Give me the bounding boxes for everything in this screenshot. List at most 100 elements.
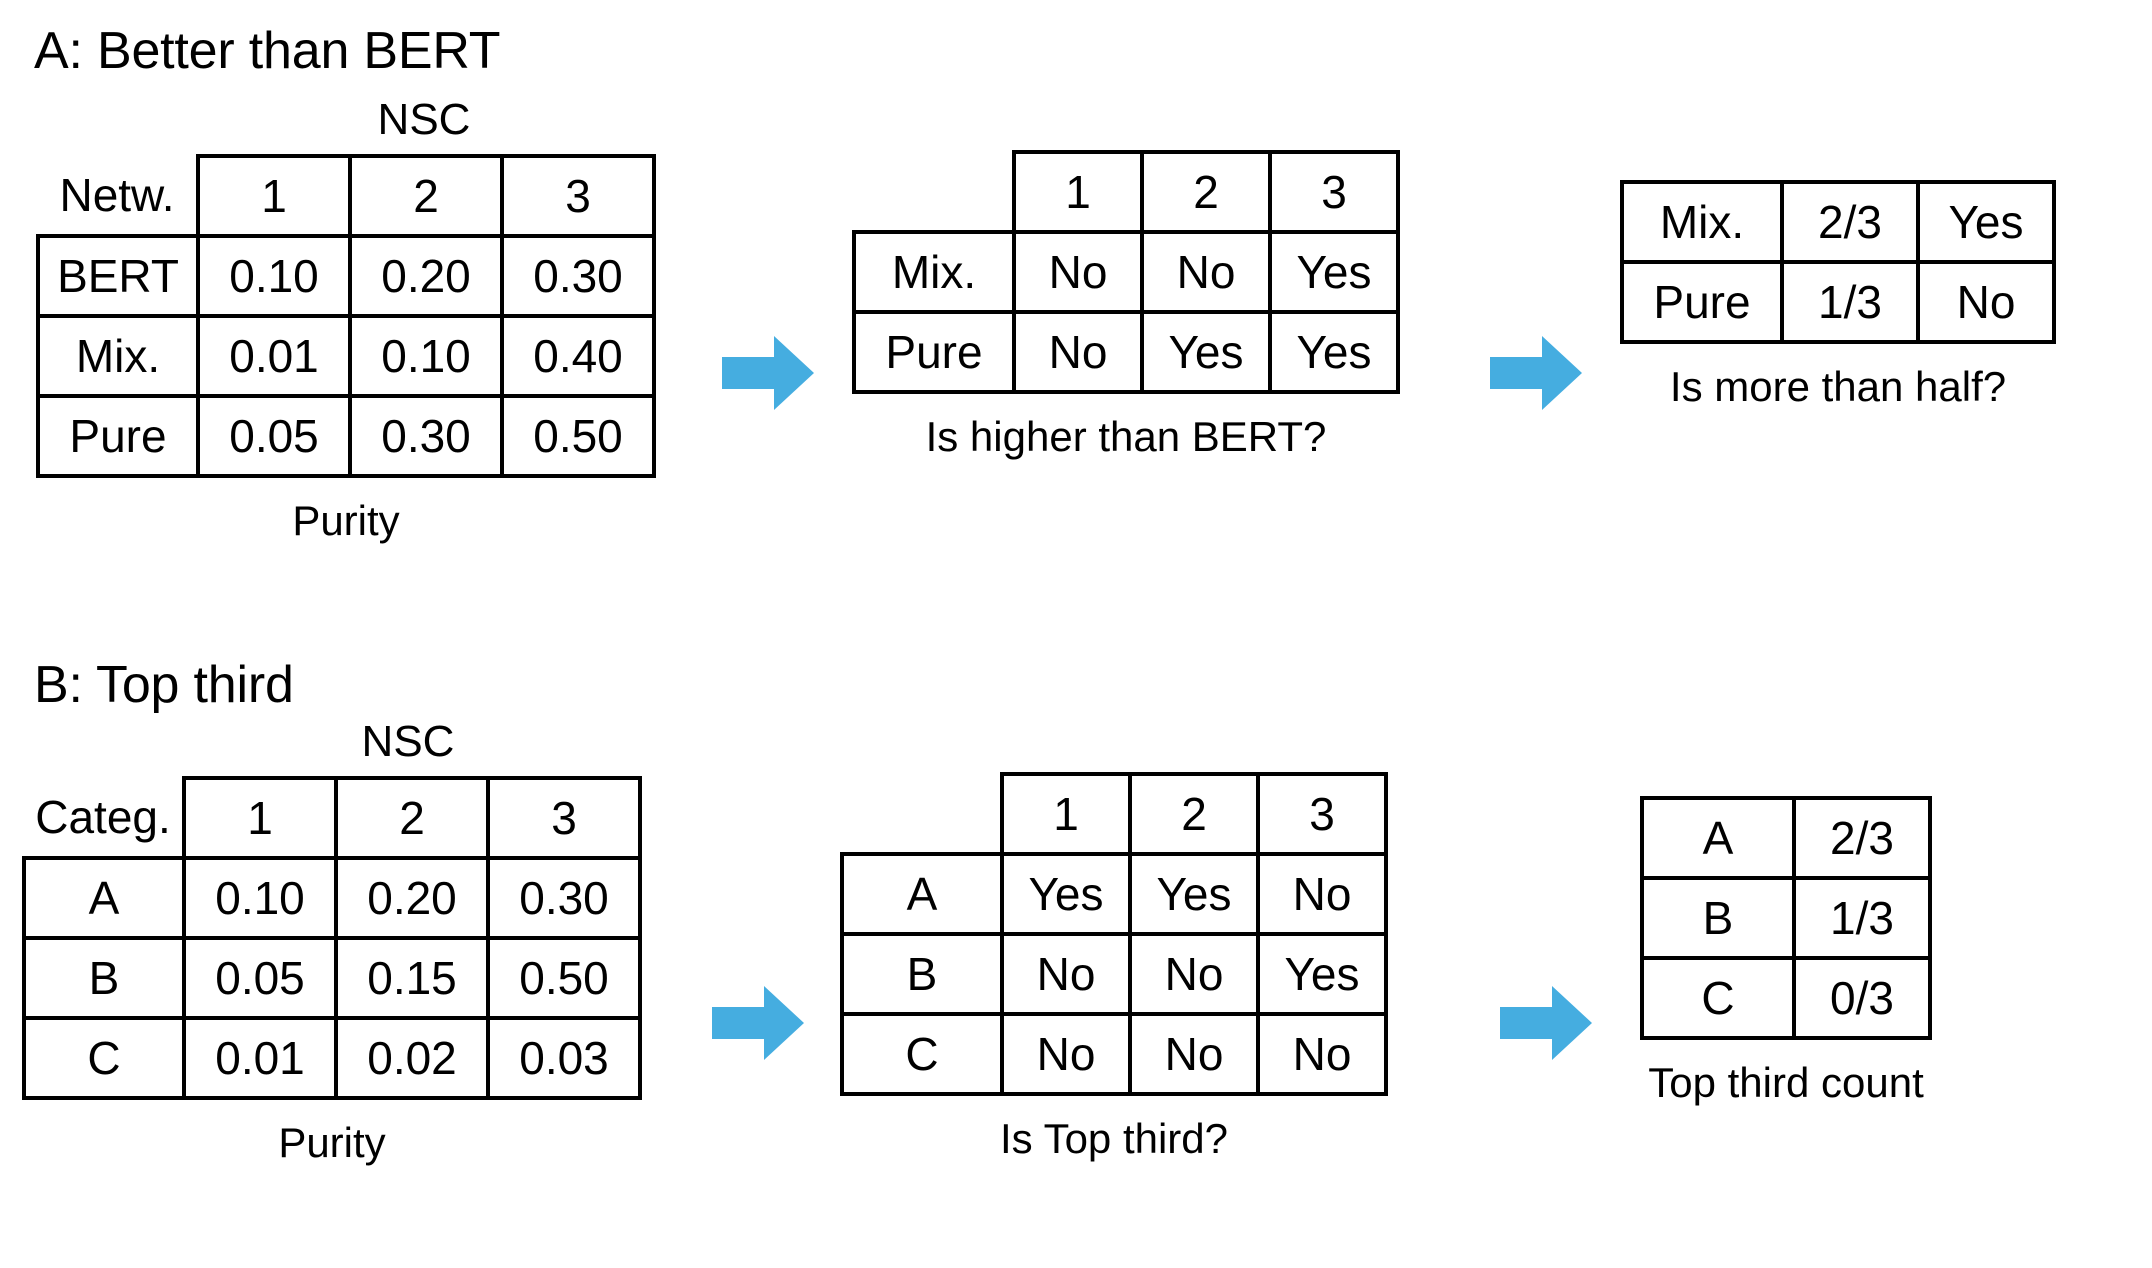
table-row: C No No No [840, 1012, 1388, 1096]
row-header: C [1640, 956, 1796, 1040]
column-header-1: 1 [182, 776, 338, 860]
row-header: Pure [36, 394, 200, 478]
row-header: BERT [36, 234, 200, 318]
table-cell: 0.50 [486, 936, 642, 1020]
table-cell: 0.05 [196, 394, 352, 478]
panel-b-purity-corner-label: Categ. [35, 791, 171, 843]
table-cell: Yes [1140, 310, 1272, 394]
panel-a-summary-caption: Is more than half? [1669, 363, 2007, 410]
table-cell: Yes [1268, 310, 1400, 394]
panel-b-summary-table: A 2/3 B 1/3 C 0/3 [1640, 796, 1932, 1040]
table-header-row: Categ. 1 2 3 [24, 776, 642, 860]
table-cell: No [1256, 1012, 1388, 1096]
table-cell: 0/3 [1792, 956, 1932, 1040]
table-cell: No [1000, 1012, 1132, 1096]
column-header-1: 1 [196, 154, 352, 238]
table-cell: 0.02 [334, 1016, 490, 1100]
table-row: C 0/3 [1640, 956, 1932, 1040]
panel-a-stage-summary: Mix. 2/3 Yes Pure 1/3 No Is more than ha… [1620, 168, 2056, 408]
column-header-3: 3 [486, 776, 642, 860]
table-cell: No [1128, 932, 1260, 1016]
row-header: Mix. [852, 230, 1016, 314]
panel-b-comparison-corner-label [842, 774, 1002, 854]
panel-a-stage-purity: NSC Netw. 1 2 3 BERT 0.10 0.20 0.30 Mix.… [36, 98, 656, 542]
table-cell: Yes [1268, 230, 1400, 314]
table-row: Mix. 0.01 0.10 0.40 [36, 314, 656, 398]
row-header: C [22, 1016, 186, 1100]
table-cell: 1/3 [1780, 260, 1920, 344]
panel-a-purity-corner-label: Netw. [59, 169, 175, 221]
panel-b-purity-table: Categ. 1 2 3 A 0.10 0.20 0.30 B 0.05 0.1… [22, 776, 642, 1100]
panel-b-comparison-table: 1 2 3 A Yes Yes No B No No Yes C [840, 772, 1388, 1096]
panel-a: A: Better than BERT NSC Netw. 1 2 3 BERT… [34, 22, 2056, 542]
table-cell: No [1000, 932, 1132, 1016]
table-cell: Yes [1256, 932, 1388, 1016]
table-row: Pure 0.05 0.30 0.50 [36, 394, 656, 478]
table-cell: No [1916, 260, 2056, 344]
right-arrow-icon [1490, 336, 1582, 410]
panel-b-comparison-caption: Is Top third? [999, 1115, 1229, 1162]
table-cell: Yes [1000, 852, 1132, 936]
row-header: Pure [1620, 260, 1784, 344]
table-row: A Yes Yes No [840, 852, 1388, 936]
table-cell: 0.10 [196, 234, 352, 318]
table-row: Pure 1/3 No [1620, 260, 2056, 344]
panel-a-title: A: Better than BERT [34, 22, 501, 80]
row-header: Mix. [1620, 180, 1784, 264]
table-row: A 0.10 0.20 0.30 [22, 856, 642, 940]
table-cell: 2/3 [1792, 796, 1932, 880]
row-header: B [22, 936, 186, 1020]
panel-a-summary-table: Mix. 2/3 Yes Pure 1/3 No [1620, 180, 2056, 344]
panel-b: B: Top third NSC Categ. 1 2 3 A 0.10 0.2… [0, 634, 2152, 1268]
table-row: Mix. 2/3 Yes [1620, 180, 2056, 264]
column-header-1: 1 [1000, 772, 1132, 856]
table-header-row: 1 2 3 [854, 150, 1400, 234]
table-cell: 0.40 [500, 314, 656, 398]
panel-a-comparison-caption: Is higher than BERT? [925, 413, 1327, 460]
table-cell: 0.10 [182, 856, 338, 940]
column-header-3: 3 [1256, 772, 1388, 856]
column-header-1: 1 [1012, 150, 1144, 234]
row-header: B [840, 932, 1004, 1016]
row-header: B [1640, 876, 1796, 960]
panel-a-comparison-corner-label [854, 152, 1014, 232]
panel-a-comparison-table: 1 2 3 Mix. No No Yes Pure No Yes Yes [852, 150, 1400, 394]
row-header: A [840, 852, 1004, 936]
row-header: A [1640, 796, 1796, 880]
panel-a-stage-comparison: 1 2 3 Mix. No No Yes Pure No Yes Yes Is … [852, 138, 1400, 458]
table-cell: 1/3 [1792, 876, 1932, 960]
table-cell: 0.20 [348, 234, 504, 318]
panel-b-stage-comparison: 1 2 3 A Yes Yes No B No No Yes C [840, 760, 1388, 1160]
table-row: B 1/3 [1640, 876, 1932, 960]
row-header: A [22, 856, 186, 940]
table-cell: 0.30 [486, 856, 642, 940]
table-cell: 0.50 [500, 394, 656, 478]
table-row: Pure No Yes Yes [852, 310, 1400, 394]
panel-b-purity-caption: Purity [278, 1119, 386, 1166]
table-cell: 0.01 [182, 1016, 338, 1100]
table-row: Mix. No No Yes [852, 230, 1400, 314]
right-arrow-icon [1500, 986, 1592, 1060]
table-row: C 0.01 0.02 0.03 [22, 1016, 642, 1100]
panel-b-title: B: Top third [34, 656, 294, 714]
panel-b-summary-caption: Top third count [1648, 1059, 1924, 1106]
table-cell: 0.30 [500, 234, 656, 318]
table-header-row: 1 2 3 [842, 772, 1388, 856]
row-header: Pure [852, 310, 1016, 394]
column-header-2: 2 [348, 154, 504, 238]
table-cell: 0.20 [334, 856, 490, 940]
table-row: BERT 0.10 0.20 0.30 [36, 234, 656, 318]
table-cell: Yes [1916, 180, 2056, 264]
panel-b-purity-axis-label: NSC [361, 717, 455, 766]
table-cell: No [1256, 852, 1388, 936]
table-row: B No No Yes [840, 932, 1388, 1016]
row-header: C [840, 1012, 1004, 1096]
column-header-2: 2 [334, 776, 490, 860]
table-cell: 0.03 [486, 1016, 642, 1100]
table-cell: 0.05 [182, 936, 338, 1020]
table-cell: 2/3 [1780, 180, 1920, 264]
panel-a-purity-table: Netw. 1 2 3 BERT 0.10 0.20 0.30 Mix. 0.0… [36, 154, 656, 478]
column-header-2: 2 [1140, 150, 1272, 234]
panel-b-stage-purity: NSC Categ. 1 2 3 A 0.10 0.20 0.30 B 0.05 [22, 720, 642, 1164]
